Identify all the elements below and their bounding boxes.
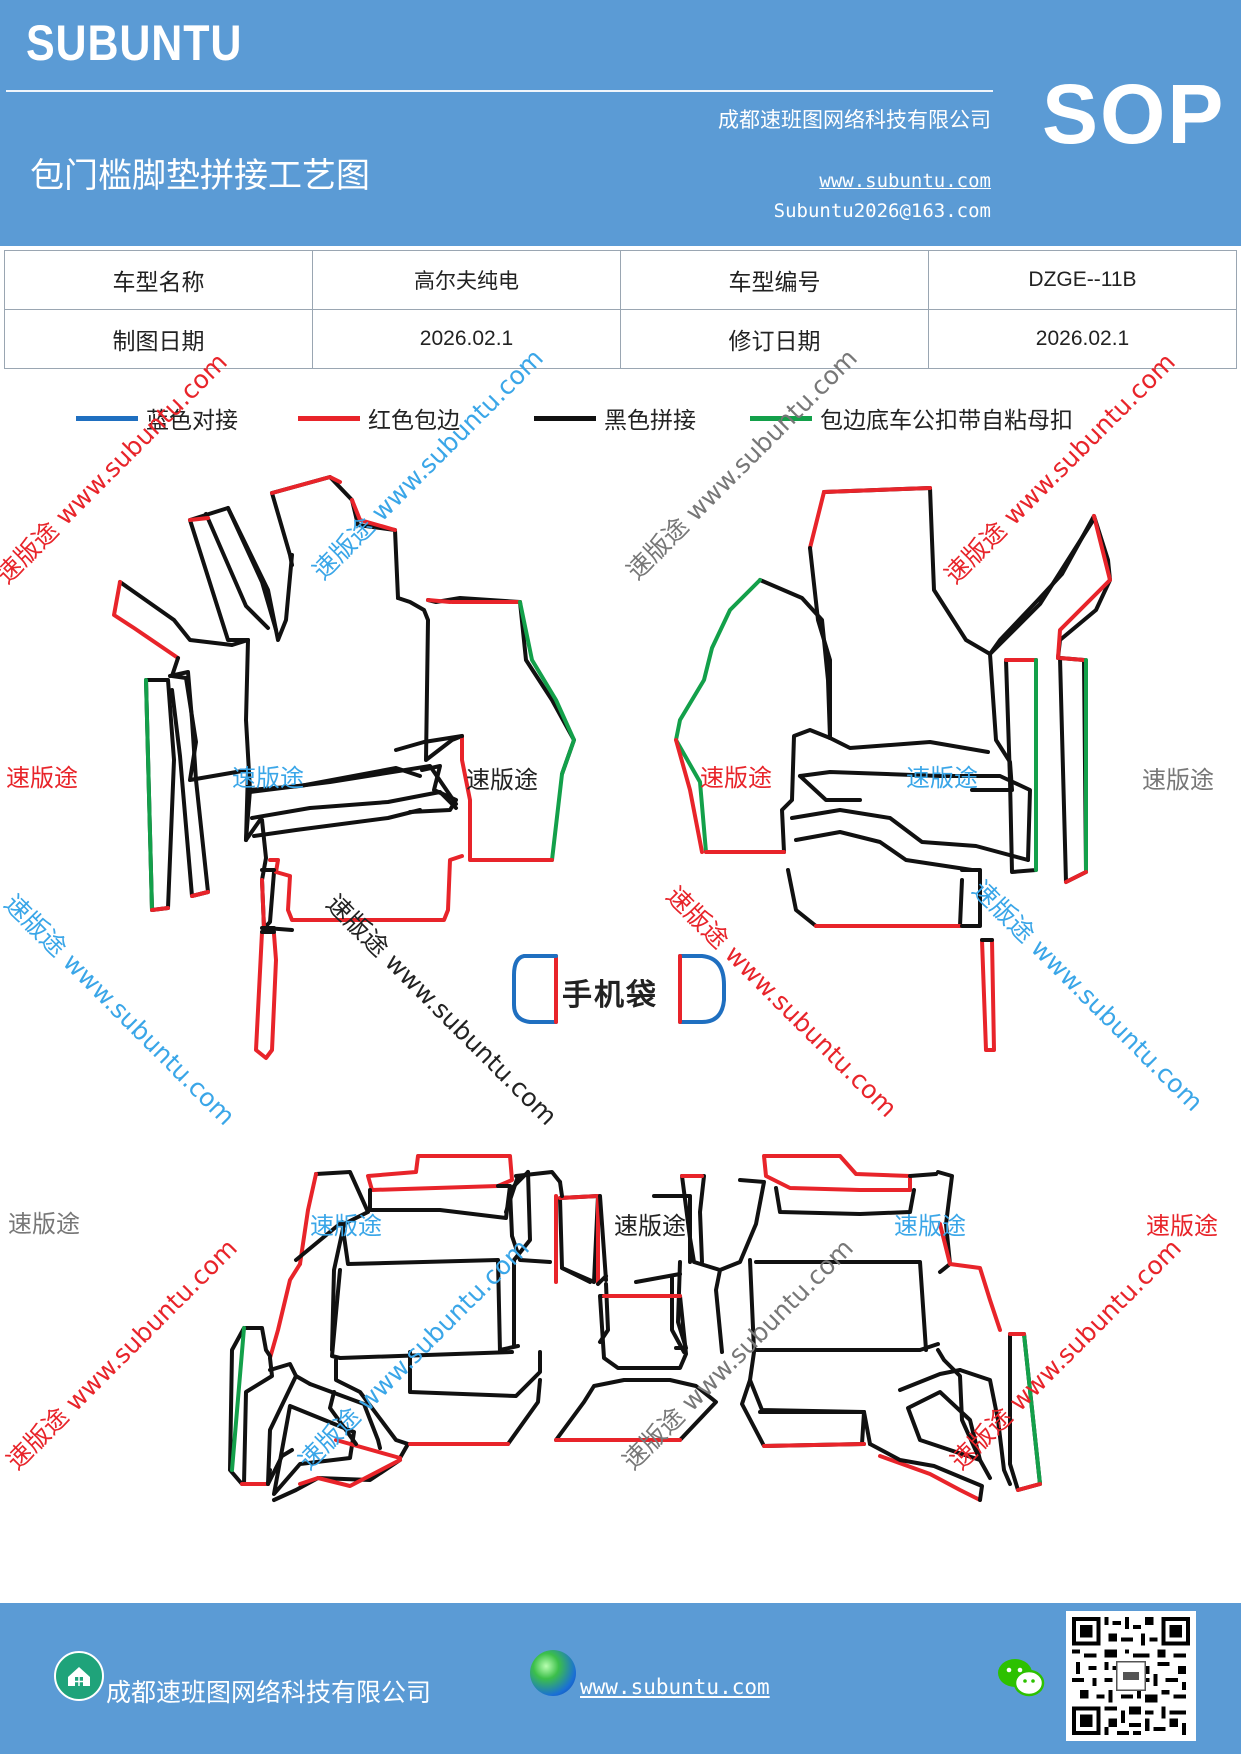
watermark-brand: 速版途 <box>700 764 772 792</box>
header-email[interactable]: Subuntu2026@163.com <box>773 200 991 222</box>
table-row: 制图日期 2026.02.1 修订日期 2026.02.1 <box>4 309 1237 369</box>
footer-company: 成都速班图网络科技有限公司 <box>106 1678 432 1707</box>
watermark-brand: 速版途 <box>1146 1212 1218 1240</box>
footer-url-link[interactable]: www.subuntu.com <box>580 1675 770 1699</box>
draw-date-value: 2026.02.1 <box>312 309 621 369</box>
globe-icon <box>530 1650 576 1696</box>
wechat-icon[interactable] <box>996 1655 1046 1699</box>
legend-swatch-red <box>298 415 360 421</box>
sop-badge: SOP <box>1042 67 1226 161</box>
legend-red: 红色包边 <box>298 398 460 438</box>
front-right-mat <box>674 486 1112 1052</box>
legend-swatch-black <box>534 415 596 421</box>
rear-mat-right-half <box>634 1154 1042 1502</box>
watermark-brand: 速版途 <box>466 766 538 794</box>
watermark-brand: 速版途 <box>906 764 978 792</box>
legend-label: 蓝色对接 <box>146 408 238 434</box>
header-divider <box>6 90 993 92</box>
model-code-value: DZGE--11B <box>928 250 1237 310</box>
page-title: 包门槛脚垫拼接工艺图 <box>30 156 370 196</box>
model-name-label: 车型名称 <box>4 250 313 310</box>
model-code-label: 车型编号 <box>620 250 929 310</box>
revision-date-value: 2026.02.1 <box>928 309 1237 369</box>
header-banner: SUBUNTU 成都速班图网络科技有限公司 包门槛脚垫拼接工艺图 www.sub… <box>0 0 1241 246</box>
legend-black: 黑色拼接 <box>534 398 696 438</box>
front-left-mat <box>112 475 576 1060</box>
model-name-value: 高尔夫纯电 <box>312 250 621 310</box>
mat-splice-diagram <box>112 475 1112 1502</box>
legend-label: 黑色拼接 <box>604 408 696 434</box>
legend-label: 红色包边 <box>368 408 460 434</box>
rear-mat-left-half <box>228 1154 610 1502</box>
footer-banner: 成都速班图网络科技有限公司 www.subuntu.com <box>0 1603 1241 1754</box>
qr-code[interactable] <box>1066 1611 1196 1741</box>
table-row: 车型名称 高尔夫纯电 车型编号 DZGE--11B <box>4 250 1237 310</box>
center-pieces <box>554 1294 718 1442</box>
watermark-brand: 速版途 <box>1142 766 1214 794</box>
phone-pocket-label: 手机袋 <box>562 978 658 1013</box>
watermark-brand: 速版途 <box>894 1212 966 1240</box>
watermark-brand: 速版途 <box>8 1210 80 1238</box>
home-icon <box>54 1651 104 1701</box>
watermark-brand: 速版途 <box>614 1212 686 1240</box>
watermark-brand: 速版途 <box>310 1212 382 1240</box>
revision-date-label: 修订日期 <box>620 309 929 369</box>
phone-pocket <box>512 954 726 1024</box>
header-url-link[interactable]: www.subuntu.com <box>819 170 991 192</box>
legend-swatch-blue <box>76 415 138 421</box>
legend-swatch-green <box>750 415 812 421</box>
watermark-brand: 速版途 <box>6 764 78 792</box>
header-company: 成都速班图网络科技有限公司 <box>718 108 991 132</box>
brand-logo: SUBUNTU <box>26 15 243 71</box>
legend-label: 包边底车公扣带自粘母扣 <box>820 408 1073 434</box>
legend-green: 包边底车公扣带自粘母扣 <box>750 398 1073 438</box>
watermark-brand: 速版途 <box>232 764 304 792</box>
legend-blue: 蓝色对接 <box>76 398 238 438</box>
vehicle-info-table: 车型名称 高尔夫纯电 车型编号 DZGE--11B 制图日期 2026.02.1… <box>4 250 1237 369</box>
draw-date-label: 制图日期 <box>4 309 313 369</box>
